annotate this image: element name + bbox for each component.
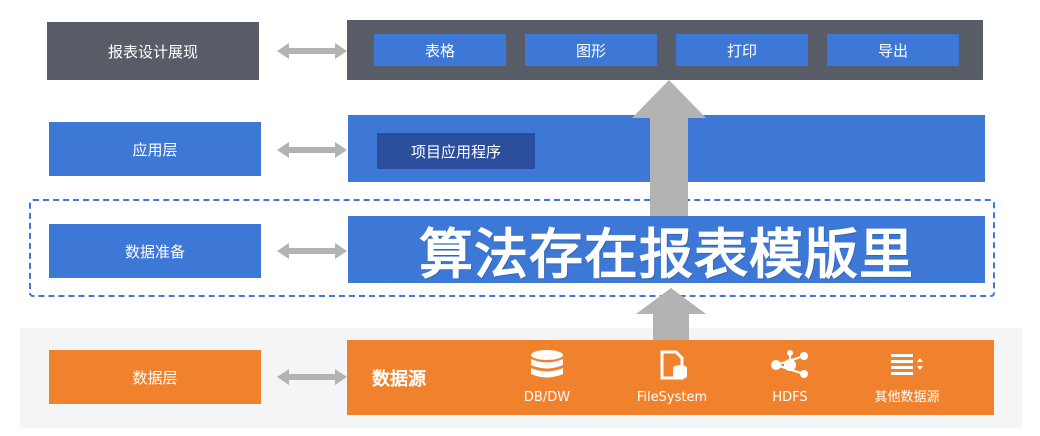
source-other: 其他数据源 — [852, 350, 962, 405]
file-system-icon — [660, 350, 687, 380]
data-layer-label: 数据层 — [49, 350, 261, 404]
double-arrow-icon — [277, 243, 347, 259]
source-label: HDFS — [772, 390, 808, 405]
network-nodes-icon — [771, 350, 808, 378]
application-layer-label: 应用层 — [49, 122, 261, 176]
project-application-item: 项目应用程序 — [377, 133, 535, 169]
presentation-layer-label: 报表设计展现 — [47, 22, 259, 80]
up-arrow-icon — [632, 80, 706, 220]
source-label: FileSystem — [636, 390, 708, 405]
database-icon — [531, 350, 563, 378]
double-arrow-icon — [277, 142, 347, 158]
source-hdfs: HDFS — [735, 350, 845, 405]
source-label: 其他数据源 — [874, 390, 940, 405]
data-source-title: 数据源 — [372, 369, 426, 390]
source-filesystem: FileSystem — [617, 350, 727, 405]
source-db-dw: DB/DW — [492, 350, 602, 405]
data-preparation-group — [29, 199, 995, 297]
double-arrow-icon — [277, 369, 347, 385]
list-sort-icon — [891, 354, 923, 375]
source-label: DB/DW — [523, 390, 571, 405]
double-arrow-icon — [277, 43, 347, 59]
function-export: 导出 — [827, 34, 959, 66]
function-print: 打印 — [676, 34, 808, 66]
function-graphic: 图形 — [525, 34, 657, 66]
function-table: 表格 — [374, 34, 506, 66]
data-preparation-label: 数据准备 — [49, 224, 261, 278]
up-arrow-icon — [636, 288, 706, 340]
algorithm-headline: 算法存在报表模版里 — [348, 216, 985, 286]
